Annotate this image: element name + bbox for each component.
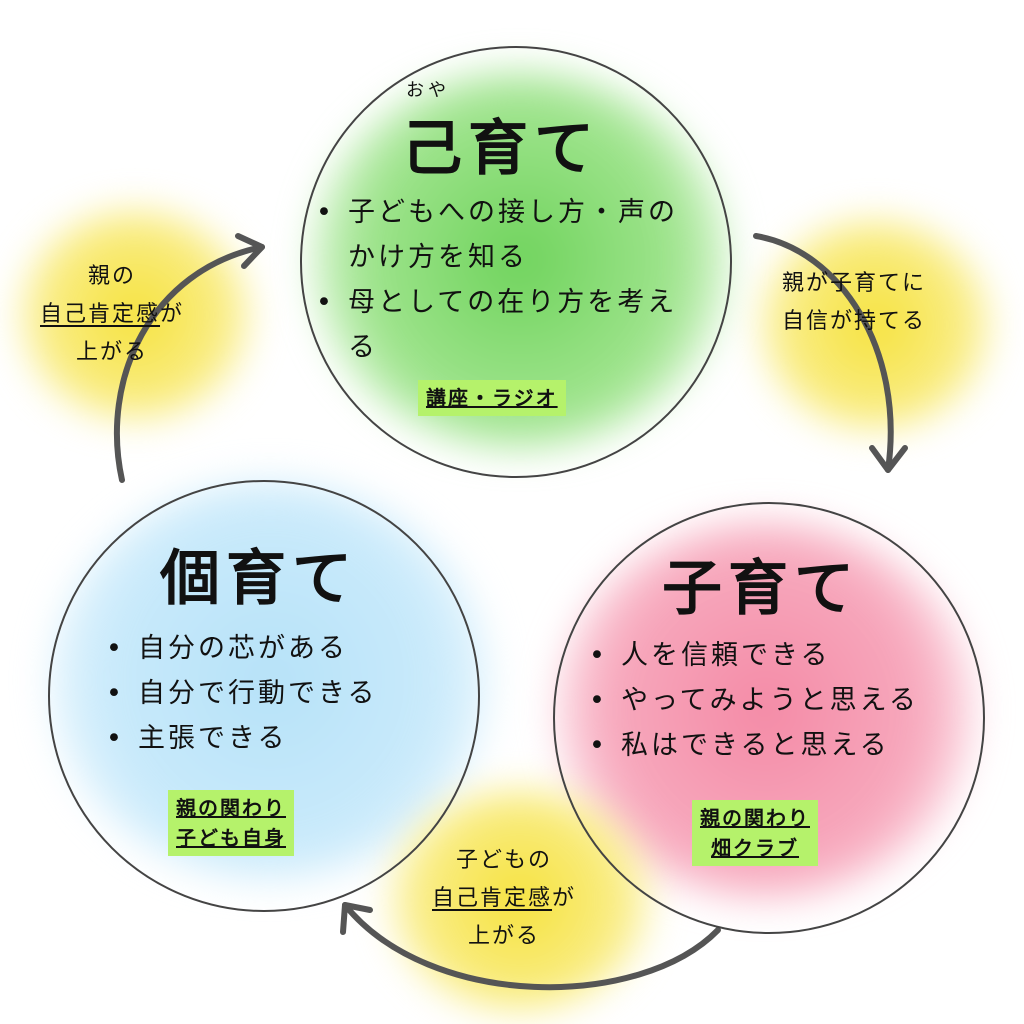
- left-bullet-list: 自分の芯がある 自分で行動できる 主張できる: [102, 626, 442, 761]
- tag-text: 親の関わり: [700, 806, 810, 830]
- tag-text: 畑クラブ: [711, 836, 799, 860]
- tag-text: 子ども自身: [176, 826, 286, 850]
- title-furigana: おや: [406, 80, 450, 101]
- list-item: 自分で行動できる: [102, 671, 442, 716]
- note-line: 親が子育てに: [782, 271, 927, 296]
- note-line: 子どもの: [456, 848, 553, 873]
- note-line: 親の: [88, 264, 137, 289]
- list-item: 人を信頼できる: [585, 633, 985, 678]
- tag-text: 講座・ラジオ: [426, 386, 558, 410]
- note-line: 上がる: [468, 924, 541, 949]
- list-item: 私はできると思える: [585, 723, 985, 768]
- arrowhead-bottom-icon: [340, 902, 373, 935]
- title-kosodate: 子育て: [662, 554, 860, 624]
- arrow-right: [753, 233, 894, 473]
- note-top-right: 親が子育てに 自信が持てる: [782, 265, 926, 341]
- list-item: 自分の芯がある: [102, 626, 442, 671]
- circle-oyasodate: [300, 46, 732, 478]
- arrow-left: [113, 244, 265, 483]
- note-suffix: が: [160, 302, 185, 327]
- title-oyasodate: 己育て: [402, 114, 600, 184]
- note-line: 自信が持てる: [782, 309, 927, 334]
- note-underlined: 自己肯定感: [432, 886, 553, 911]
- yellow-watercolor-left: [20, 210, 250, 420]
- tag-top: 講座・ラジオ: [418, 380, 566, 416]
- right-bullet-list: 人を信頼できる やってみようと思える 私はできると思える: [585, 633, 985, 768]
- yellow-watercolor-right: [760, 220, 990, 430]
- arrowhead-left-icon: [235, 233, 265, 269]
- list-item: 子どもへの接し方・声のかけ方を知る: [312, 190, 702, 280]
- arrowhead-right-icon: [869, 445, 908, 473]
- list-item: 主張できる: [102, 716, 442, 761]
- note-underlined: 自己肯定感: [40, 302, 161, 327]
- note-suffix: が: [552, 886, 577, 911]
- arrow-bottom: [342, 902, 721, 991]
- list-item: やってみようと思える: [585, 678, 985, 723]
- list-item: 母としての在り方を考える: [312, 280, 702, 370]
- top-bullet-list: 子どもへの接し方・声のかけ方を知る 母としての在り方を考える: [312, 190, 702, 370]
- note-top-left: 親の 自己肯定感が 上がる: [40, 258, 184, 372]
- tag-text: 親の関わり: [176, 796, 286, 820]
- note-line: 上がる: [76, 340, 149, 365]
- note-line: 自己肯定感が: [40, 296, 184, 334]
- tag-left: 親の関わり 子ども自身: [168, 790, 294, 856]
- circle-kosodate-individual: [48, 480, 480, 912]
- note-line: 自己肯定感が: [432, 880, 576, 918]
- tag-right: 親の関わり 畑クラブ: [692, 800, 818, 866]
- title-kosodate-individual: 個育て: [160, 544, 358, 614]
- note-bottom: 子どもの 自己肯定感が 上がる: [432, 842, 576, 956]
